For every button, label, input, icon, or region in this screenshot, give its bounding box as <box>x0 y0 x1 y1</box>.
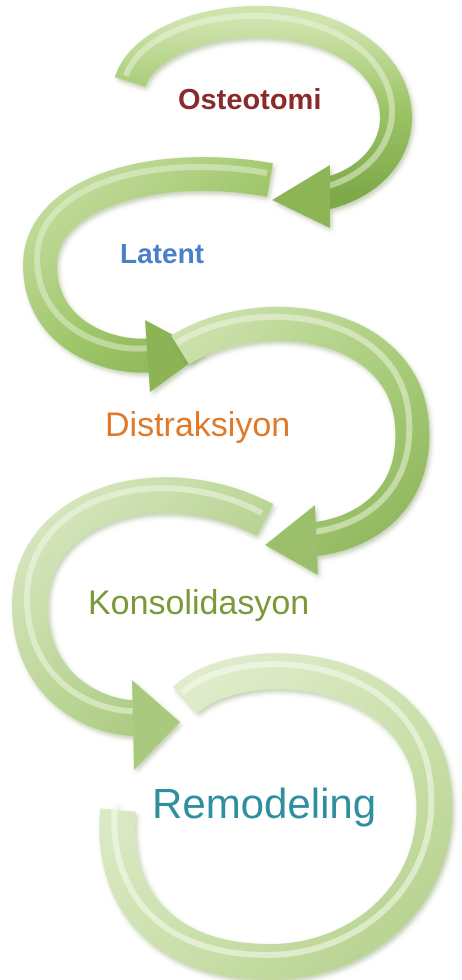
cycle-arrow-3 <box>171 306 430 575</box>
step-label-osteotomi: Osteotomi <box>178 84 322 116</box>
cycle-arrow-2 <box>22 157 274 392</box>
step-label-remodeling: Remodeling <box>152 780 377 827</box>
cycle-arrow-4 <box>11 477 274 770</box>
step-label-latent: Latent <box>120 238 204 269</box>
cycle-arrow-5 <box>99 653 453 980</box>
cycle-arrow-1 <box>114 5 412 228</box>
step-label-distraksiyon: Distraksiyon <box>105 406 291 444</box>
step-label-konsolidasyon: Konsolidasyon <box>88 584 310 622</box>
